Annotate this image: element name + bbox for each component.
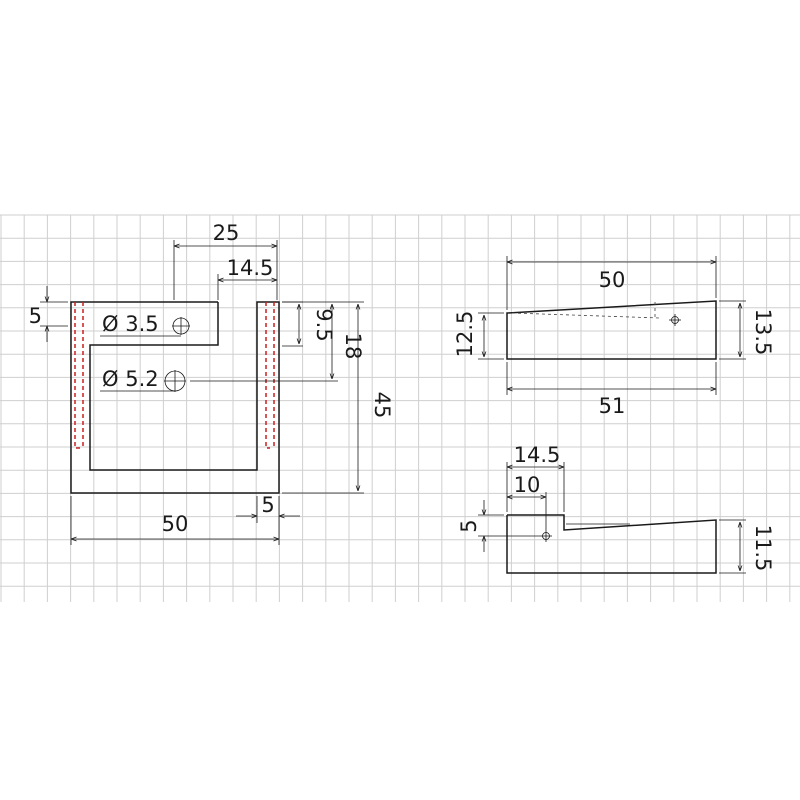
dim-5-side: 5 [457,519,481,532]
side-top-hole-mark [669,314,681,326]
dim-height-13-5: 13.5 [751,309,775,356]
dim-length-50: 50 [599,268,626,292]
side-top-outline [506,300,717,360]
dim-bottom-5: 5 [261,493,274,517]
front-hidden-edge-left [74,302,84,449]
label-hole-3-5: Ø 3.5 [102,312,159,336]
small-hole [172,317,190,335]
dim-11-5-side: 11.5 [751,525,775,572]
dim-length-51: 51 [599,394,626,418]
large-hole [164,370,186,392]
side-bottom-hole-mark [540,530,552,542]
background-grid [0,214,800,602]
front-hidden-edge-right [265,302,275,449]
dim-45: 45 [370,392,394,419]
dim-height-12-5: 12.5 [453,311,477,358]
dim-18: 18 [341,333,365,360]
side-bottom-outline [506,514,717,574]
dim-left-5: 5 [29,304,42,328]
front-view: 25 14.5 5 Ø 3.5 Ø 5.2 9.5 18 45 [29,221,394,545]
dim-14-5: 14.5 [227,256,274,280]
dim-14-5-side: 14.5 [514,443,561,467]
front-outer-outline [70,301,280,494]
side-view-bottom: 14.5 10 5 11.5 [457,443,775,574]
label-hole-5-2: Ø 5.2 [102,367,159,391]
side-view-top: 50 12.5 13.5 51 [453,256,775,418]
dim-width-50: 50 [162,512,189,536]
dim-10-side: 10 [514,473,541,497]
dim-25: 25 [213,221,240,245]
